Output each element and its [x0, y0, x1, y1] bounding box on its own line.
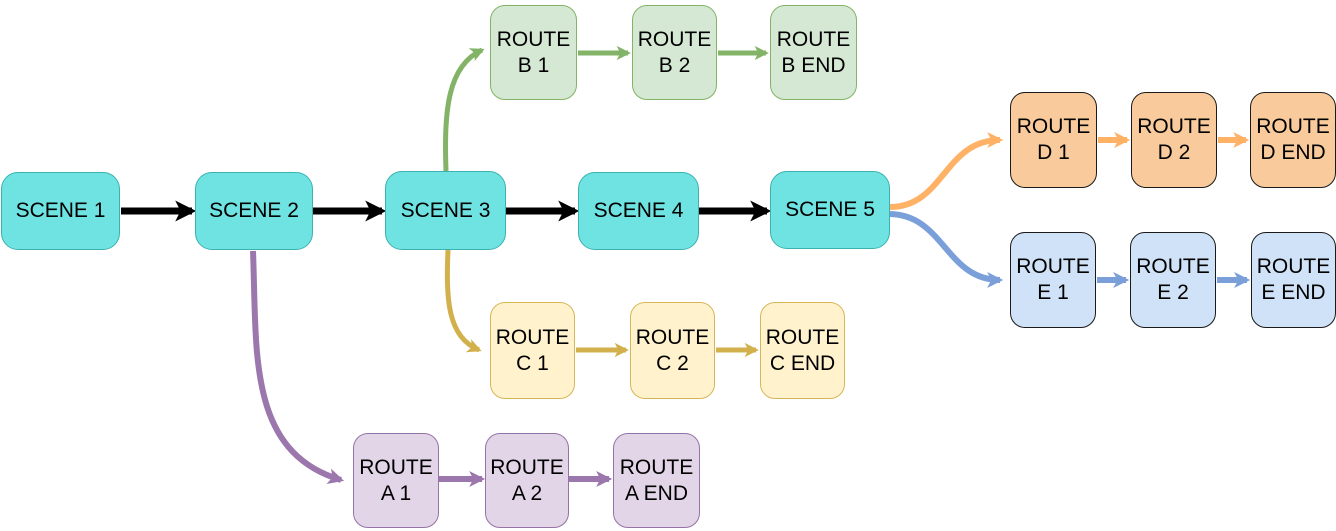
node-route-d-end: ROUTE D END — [1250, 92, 1336, 188]
node-route-e2: ROUTE E 2 — [1130, 232, 1216, 328]
node-label: ROUTE C 2 — [635, 325, 710, 375]
node-label: SCENE 1 — [15, 199, 106, 222]
node-route-c2: ROUTE C 2 — [630, 302, 715, 399]
node-scene-3: SCENE 3 — [385, 171, 506, 250]
node-route-d2: ROUTE D 2 — [1131, 92, 1217, 188]
edge-scene3-c1 — [444, 249, 482, 353]
node-label: ROUTE D END — [1256, 115, 1330, 164]
node-label: SCENE 4 — [593, 199, 684, 222]
node-label: ROUTE C 1 — [495, 325, 570, 375]
node-label: ROUTE D 2 — [1137, 115, 1211, 164]
node-label: ROUTE A 1 — [359, 455, 433, 505]
node-label: SCENE 2 — [209, 199, 299, 222]
node-label: ROUTE B 2 — [637, 27, 712, 77]
node-route-b1: ROUTE B 1 — [490, 5, 577, 100]
node-route-c1: ROUTE C 1 — [490, 302, 575, 399]
node-route-d1: ROUTE D 1 — [1010, 92, 1097, 188]
node-label: ROUTE B 1 — [496, 27, 571, 77]
node-route-a-end: ROUTE A END — [613, 433, 700, 528]
node-label: ROUTE E 1 — [1016, 255, 1090, 304]
node-route-b2: ROUTE B 2 — [632, 5, 717, 100]
node-route-b-end: ROUTE B END — [770, 5, 857, 100]
edge-scene3-b1 — [443, 47, 485, 172]
node-label: ROUTE E END — [1256, 255, 1331, 304]
node-route-e-end: ROUTE E END — [1251, 232, 1336, 328]
edge-scene5-e1 — [889, 211, 1004, 288]
node-route-a1: ROUTE A 1 — [353, 433, 439, 528]
node-scene-2: SCENE 2 — [195, 172, 313, 250]
node-label: ROUTE D 1 — [1016, 115, 1091, 164]
edge-scene5-d1 — [889, 132, 1004, 210]
node-route-e1: ROUTE E 1 — [1010, 232, 1096, 328]
node-route-a2: ROUTE A 2 — [485, 433, 569, 528]
node-label: ROUTE B END — [776, 27, 851, 77]
node-label: ROUTE A 2 — [490, 455, 564, 505]
node-label: SCENE 3 — [400, 198, 491, 222]
node-label: ROUTE E 2 — [1136, 255, 1210, 304]
node-label: ROUTE C END — [765, 325, 840, 375]
node-label: ROUTE A END — [619, 455, 694, 505]
node-route-c-end: ROUTE C END — [760, 302, 845, 399]
node-scene-4: SCENE 4 — [578, 172, 699, 250]
node-label: SCENE 5 — [785, 198, 875, 221]
edge-scene2-a1 — [250, 250, 345, 484]
node-scene-1: SCENE 1 — [1, 172, 120, 250]
node-scene-5: SCENE 5 — [770, 171, 890, 249]
